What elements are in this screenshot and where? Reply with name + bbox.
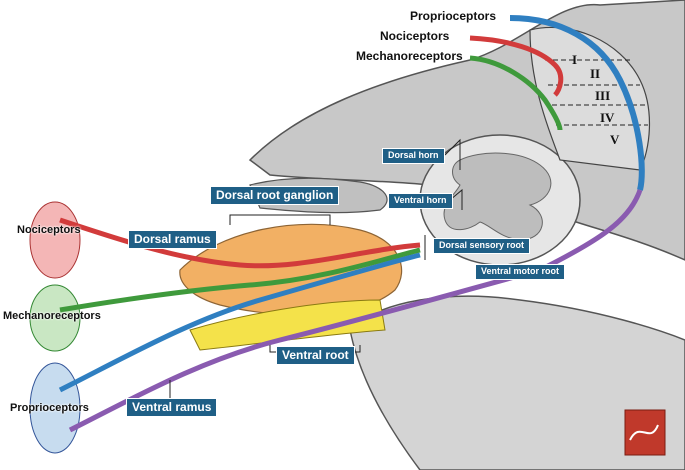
gray-matter [443, 152, 552, 241]
mechanoreceptor-receptor-oval [29, 284, 81, 352]
proprioceptor-fiber-top [509, 15, 645, 191]
label-ventral-motor-root: Ventral motor root [475, 264, 566, 280]
label-top-mechanoreceptors: Mechanoreceptors [356, 49, 463, 63]
label-top-nociceptors: Nociceptors [380, 29, 450, 43]
label-dorsal-sensory-root: Dorsal sensory root [433, 238, 531, 254]
label-ventral-root: Ventral root [276, 346, 355, 366]
lamina-label-1: I [572, 52, 578, 67]
mechanoreceptor-fiber-top [469, 55, 563, 131]
motor-fiber-right [538, 189, 643, 273]
label-ventral-horn: Ventral horn [388, 193, 453, 209]
label-left-mechanoreceptors: Mechanoreceptors [3, 310, 101, 322]
label-ventral-ramus: Ventral ramus [126, 398, 218, 418]
proprioceptor-fiber-left [58, 252, 421, 393]
label-dorsal-horn: Dorsal horn [382, 148, 445, 164]
label-dorsal-ramus: Dorsal ramus [128, 230, 217, 250]
leader-dorsal-root-ganglion [229, 214, 331, 225]
label-top-proprioceptors: Proprioceptors [410, 9, 497, 23]
leader-ventral-horn [449, 188, 463, 210]
label-dorsal-root-ganglion: Dorsal root ganglion [210, 186, 340, 206]
vertebral-body-bone [349, 295, 685, 470]
nociceptor-fiber-left [59, 217, 421, 269]
nociceptor-receptor-oval [29, 201, 81, 279]
label-left-proprioceptors: Proprioceptors [10, 402, 89, 414]
label-left-nociceptors: Nociceptors [17, 224, 81, 236]
lamina-label-2: II [590, 66, 601, 81]
leader-dorsal-horn [444, 138, 461, 170]
dorsal-root-ganglion [179, 223, 403, 316]
dorsal-horn-region [529, 26, 650, 171]
lamina-label-3: III [595, 88, 611, 103]
mechanoreceptor-fiber-left [59, 247, 421, 313]
ventral-root-bundle [189, 299, 386, 351]
lamina-label-5: V [610, 132, 620, 147]
nociceptor-fiber-top [469, 35, 564, 97]
signature-scribble [629, 424, 659, 441]
lamina-label-4: IV [600, 110, 615, 125]
